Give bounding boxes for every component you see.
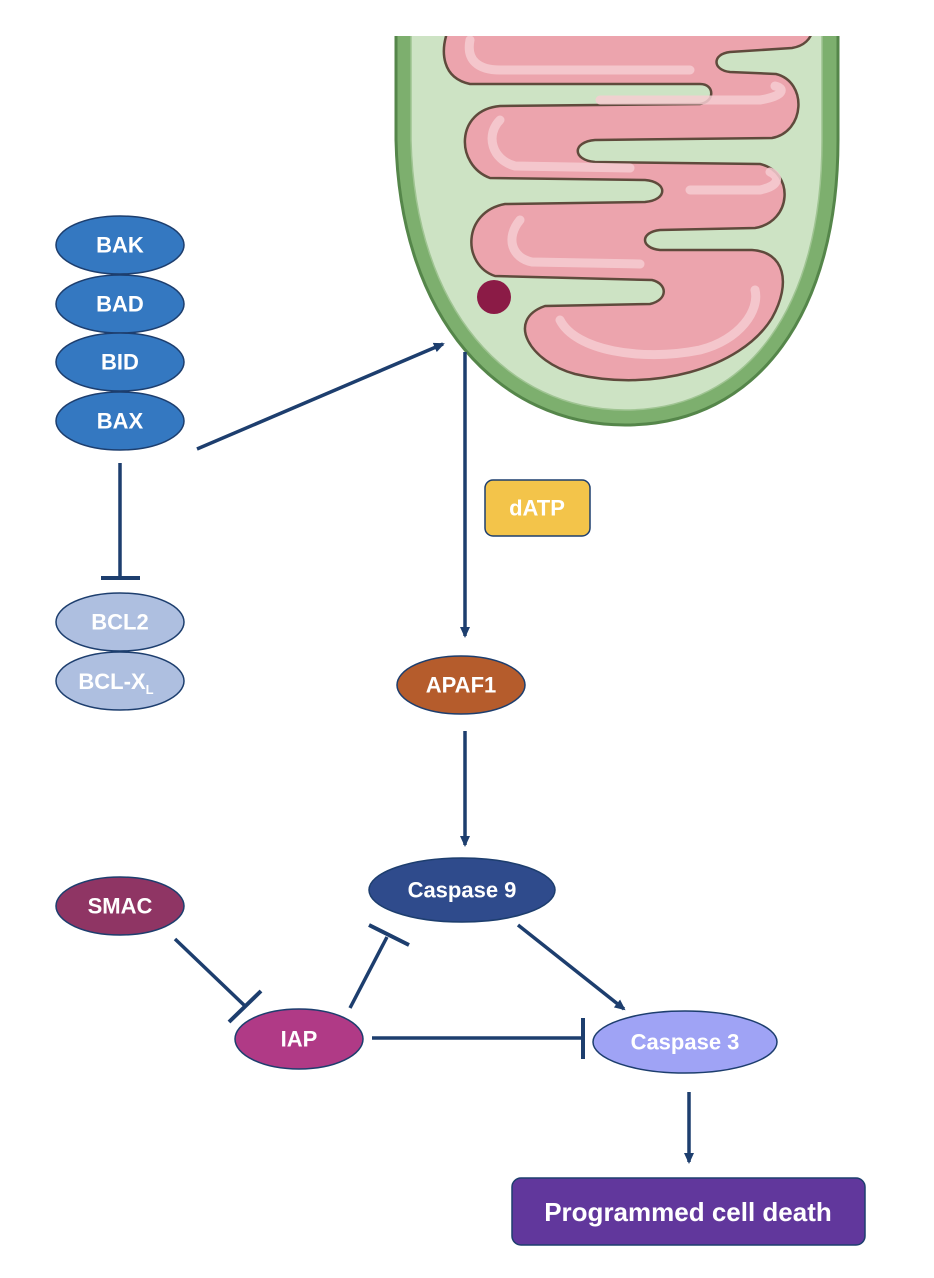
node-bcl2-label: BCL2 bbox=[91, 610, 148, 635]
node-iap-label: IAP bbox=[281, 1027, 318, 1052]
node-caspase3-label: Caspase 3 bbox=[631, 1030, 740, 1055]
node-apaf1: APAF1 bbox=[396, 655, 526, 715]
node-smac-label: SMAC bbox=[88, 894, 153, 919]
node-bax-label: BAX bbox=[97, 409, 144, 434]
arrow-bax-to-mitochondrion bbox=[196, 342, 445, 451]
node-bad-label: BAD bbox=[96, 292, 144, 317]
node-iap: IAP bbox=[234, 1008, 364, 1070]
node-bcl-xl-label-subscript: L bbox=[146, 682, 154, 697]
inhibition-smac-to-iap bbox=[173, 937, 247, 1008]
node-caspase9: Caspase 9 bbox=[368, 857, 556, 923]
node-bid: BID bbox=[55, 332, 185, 392]
node-smac: SMAC bbox=[55, 876, 185, 936]
arrow-caspase9-to-caspase3 bbox=[516, 923, 626, 1011]
node-bcl2: BCL2 bbox=[55, 592, 185, 652]
node-programmed-cell-death-label: Programmed cell death bbox=[544, 1197, 832, 1227]
node-bcl-xl-label: BCL-XL bbox=[78, 669, 153, 697]
node-caspase9-label: Caspase 9 bbox=[408, 878, 517, 903]
node-bad: BAD bbox=[55, 274, 185, 334]
mitochondrion-cristae bbox=[442, 36, 812, 382]
node-datp-label: dATP bbox=[509, 496, 565, 521]
node-bcl-xl-label-main: BCL-X bbox=[78, 669, 146, 694]
node-caspase3: Caspase 3 bbox=[592, 1010, 778, 1074]
mitochondrion-illustration bbox=[394, 36, 840, 427]
node-bak: BAK bbox=[55, 215, 185, 275]
inhibition-bar-iap bbox=[227, 989, 263, 1024]
node-bid-label: BID bbox=[101, 350, 139, 375]
inhibition-iap-to-caspase9 bbox=[348, 936, 389, 1009]
node-bcl-xl: BCL-XL bbox=[55, 651, 185, 711]
node-datp: dATP bbox=[484, 479, 591, 537]
node-programmed-cell-death: Programmed cell death bbox=[511, 1177, 866, 1246]
mitochondrion-matrix-highlight bbox=[464, 36, 786, 360]
node-bak-label: BAK bbox=[96, 233, 144, 258]
cytochrome-c-dot bbox=[477, 280, 511, 314]
node-bax: BAX bbox=[55, 391, 185, 451]
inhibition-bar-caspase9 bbox=[368, 923, 410, 947]
node-apaf1-label: APAF1 bbox=[426, 673, 497, 698]
